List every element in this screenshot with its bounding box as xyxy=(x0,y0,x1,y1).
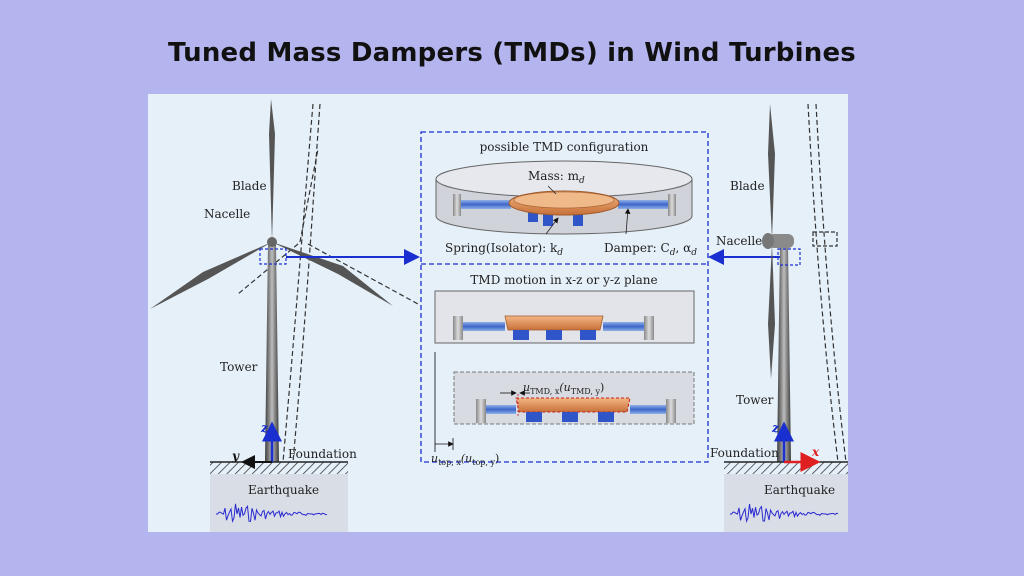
right-foundation-label: Foundation xyxy=(710,446,779,460)
right-seismogram xyxy=(729,503,839,524)
left-nacelle-highlight xyxy=(259,248,287,265)
left-tower xyxy=(265,244,279,462)
left-nacelle-label: Nacelle xyxy=(204,207,250,221)
tmd-displaced-mass xyxy=(515,397,631,413)
spring-label: Spring(Isolator): kd xyxy=(445,241,563,258)
right-blade-down xyxy=(768,244,775,379)
left-blade-left xyxy=(150,242,272,309)
left-foundation-label: Foundation xyxy=(288,447,357,461)
left-axis-y: y xyxy=(231,449,240,463)
tmd-diagram: Blade Nacelle Tower Foundation Earthquak… xyxy=(150,99,848,532)
left-axis-z: z xyxy=(260,421,269,435)
right-tower xyxy=(777,244,791,462)
left-deformed-tower-line xyxy=(282,103,314,463)
mass-label: Mass: md xyxy=(528,169,585,186)
left-deformed-tower-line-2 xyxy=(292,103,321,463)
page-title: Tuned Mass Dampers (TMDs) in Wind Turbin… xyxy=(168,38,856,68)
tmd-motion-title: TMD motion in x-z or y-z plane xyxy=(470,273,657,287)
right-turbine: Blade Nacelle Tower Foundation Earthquak… xyxy=(710,103,848,532)
left-earthquake-box xyxy=(210,474,348,532)
right-earthquake-box xyxy=(724,474,848,532)
tmd-outer-box xyxy=(420,131,709,463)
diagram-panel: Blade Nacelle Tower Foundation Earthquak… xyxy=(148,94,848,532)
left-blade-label: Blade xyxy=(232,179,267,193)
u-tmd-label: uTMD, x(uTMD, y) xyxy=(523,381,604,396)
right-blade-label: Blade xyxy=(730,179,765,193)
left-blade-right xyxy=(272,242,393,306)
right-nacelle-label: Nacelle xyxy=(716,234,762,248)
right-deformed-tower-line xyxy=(807,103,839,463)
left-ground xyxy=(210,462,348,474)
left-tower-label: Tower xyxy=(220,360,258,374)
right-tower-label: Tower xyxy=(736,393,774,407)
right-nacelle xyxy=(768,234,794,248)
right-blade-up xyxy=(768,104,775,239)
left-blade-up xyxy=(269,99,275,242)
left-deformed-blades xyxy=(237,148,419,305)
damper-label: Damper: Cd, αd xyxy=(604,241,697,258)
left-earthquake-label: Earthquake xyxy=(248,483,319,497)
right-axis-z: z xyxy=(771,421,780,435)
right-earthquake-label: Earthquake xyxy=(764,483,835,497)
right-ground xyxy=(724,462,848,474)
left-turbine: Blade Nacelle Tower Foundation Earthquak… xyxy=(150,99,419,532)
left-hub xyxy=(267,237,277,247)
u-top-label: utop, x(utop, y) xyxy=(431,452,499,467)
right-nacelle-highlight xyxy=(777,248,801,266)
tmd-config-title: possible TMD configuration xyxy=(480,140,649,154)
tmd-detail: possible TMD configuration Mass: md Spri… xyxy=(420,131,709,467)
left-seismogram xyxy=(215,503,328,523)
tmd-static-mass xyxy=(504,315,604,331)
right-axis-x: x xyxy=(811,445,820,459)
